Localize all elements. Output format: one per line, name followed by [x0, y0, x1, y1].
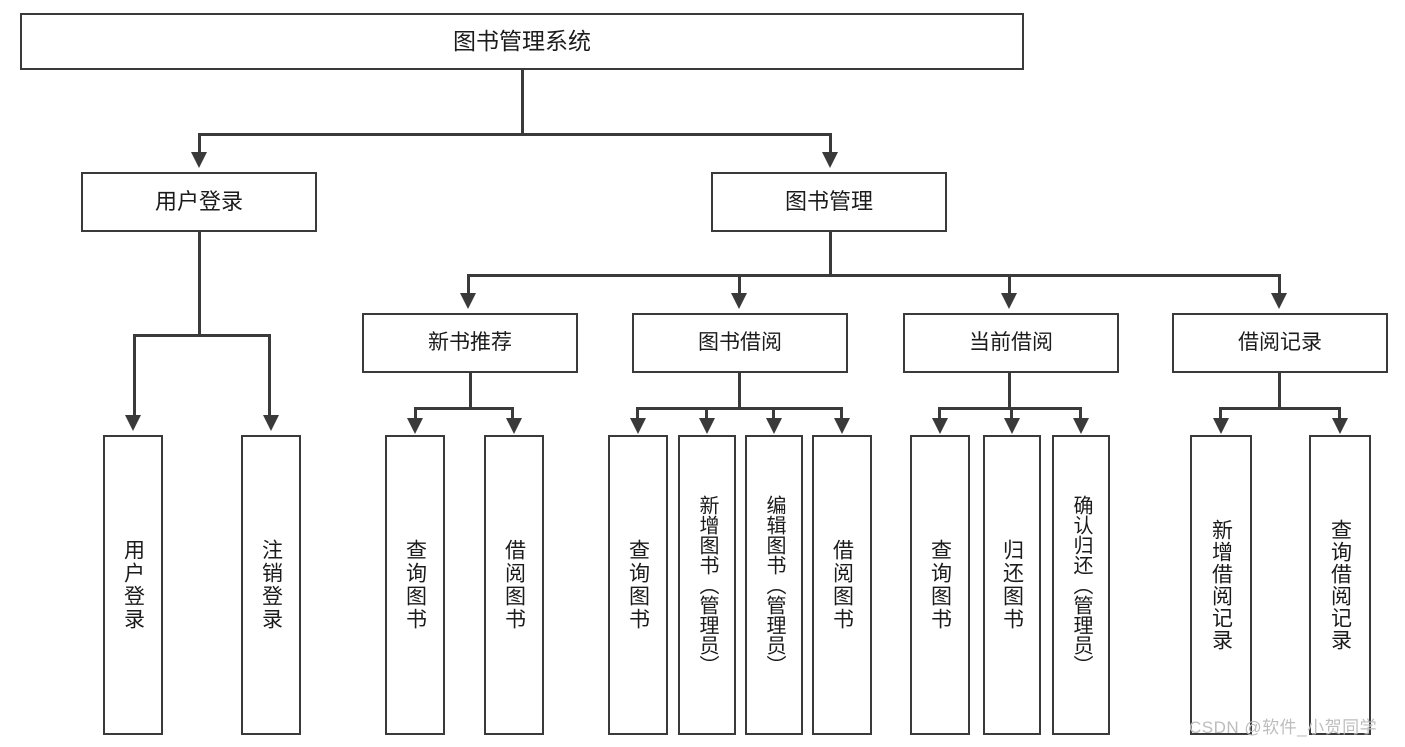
leaf-query-book-recommend[interactable]: 查询图书: [385, 435, 445, 735]
connector-book-borrow-bus: [636, 407, 843, 410]
leaf-logout[interactable]: 注销登录: [241, 435, 301, 735]
arrow-book-mgmt-to-records: [1271, 293, 1287, 309]
arrow-new-book-to-leaf-1: [407, 418, 423, 434]
arrow-records-to-leaf-1: [1213, 418, 1229, 434]
connector-user-login-to-leaf-1: [133, 334, 136, 416]
node-label: 归还图书: [1000, 539, 1024, 631]
node-label: 查询图书: [626, 539, 650, 631]
connector-book-borrow-stem: [738, 373, 741, 409]
arrow-current-borrow-to-leaf-3: [1073, 418, 1089, 434]
leaf-borrow-book[interactable]: 借阅图书: [812, 435, 872, 735]
node-label: 编辑图书（管理员）: [763, 495, 785, 675]
node-root-library-system[interactable]: 图书管理系统: [20, 13, 1024, 70]
connector-root-to-user-login: [198, 133, 201, 153]
node-label: 图书管理系统: [453, 27, 591, 54]
leaf-query-borrow-record[interactable]: 查询借阅记录: [1309, 435, 1371, 735]
connector-current-borrow-to-leaf-3: [1079, 407, 1082, 419]
node-label: 借阅图书: [502, 539, 526, 631]
leaf-query-book-current[interactable]: 查询图书: [910, 435, 970, 735]
node-label: 确认归还（管理员）: [1070, 495, 1092, 675]
node-label: 新书推荐: [428, 330, 512, 354]
connector-book-borrow-to-leaf-4: [840, 407, 843, 419]
arrow-book-borrow-to-leaf-2: [699, 418, 715, 434]
connector-root-bus: [198, 133, 832, 136]
arrow-root-to-user-login: [191, 152, 207, 168]
connector-book-mgmt-bus: [467, 274, 1281, 277]
arrow-new-book-to-leaf-2: [506, 418, 522, 434]
leaf-user-login[interactable]: 用户登录: [103, 435, 163, 735]
node-label: 借阅记录: [1238, 330, 1322, 354]
arrow-root-to-book-mgmt: [822, 152, 838, 168]
leaf-edit-book-admin[interactable]: 编辑图书（管理员）: [745, 435, 803, 735]
leaf-query-book-borrow[interactable]: 查询图书: [608, 435, 668, 735]
connector-book-borrow-to-leaf-1: [636, 407, 639, 419]
arrow-book-borrow-to-leaf-1: [630, 418, 646, 434]
connector-root-stem: [521, 70, 524, 134]
leaf-add-book-admin[interactable]: 新增图书（管理员）: [678, 435, 736, 735]
node-label: 查询借阅记录: [1328, 519, 1352, 651]
connector-book-mgmt-to-new-book: [467, 274, 470, 294]
connector-new-book-to-leaf-1: [414, 407, 417, 419]
arrow-current-borrow-to-leaf-1: [932, 418, 948, 434]
connector-user-login-stem: [198, 232, 201, 336]
connector-user-login-to-leaf-2: [268, 334, 271, 416]
connector-current-borrow-to-leaf-2: [1010, 407, 1013, 419]
arrow-book-mgmt-to-current: [1001, 293, 1017, 309]
connector-user-login-bus: [133, 334, 271, 337]
connector-records-stem: [1278, 373, 1281, 409]
connector-book-borrow-to-leaf-2: [705, 407, 708, 419]
node-book-borrow[interactable]: 图书借阅: [632, 313, 848, 373]
node-label: 新增借阅记录: [1209, 519, 1233, 651]
connector-book-borrow-to-leaf-3: [772, 407, 775, 419]
arrow-book-mgmt-to-borrow: [731, 293, 747, 309]
arrow-user-login-to-leaf-1: [125, 415, 141, 431]
connector-new-book-bus: [414, 407, 514, 410]
node-user-login[interactable]: 用户登录: [81, 172, 317, 232]
arrow-book-borrow-to-leaf-4: [834, 418, 850, 434]
node-label: 当前借阅: [969, 330, 1053, 354]
arrow-records-to-leaf-2: [1332, 418, 1348, 434]
node-label: 借阅图书: [830, 539, 854, 631]
node-label: 新增图书（管理员）: [696, 495, 718, 675]
node-label: 图书管理: [784, 189, 873, 215]
connector-new-book-stem: [469, 373, 472, 409]
node-current-borrow[interactable]: 当前借阅: [903, 313, 1119, 373]
connector-records-bus: [1219, 407, 1341, 410]
node-label: 用户登录: [121, 539, 145, 631]
connector-new-book-to-leaf-2: [511, 407, 514, 419]
node-label: 图书借阅: [698, 330, 782, 354]
connector-current-borrow-to-leaf-1: [938, 407, 941, 419]
leaf-borrow-book-recommend[interactable]: 借阅图书: [484, 435, 544, 735]
connector-root-to-book-mgmt: [829, 133, 832, 153]
node-book-management[interactable]: 图书管理: [711, 172, 947, 232]
node-label: 注销登录: [259, 539, 283, 631]
connector-book-mgmt-to-records: [1278, 274, 1281, 294]
connector-book-mgmt-stem: [829, 232, 832, 276]
arrow-current-borrow-to-leaf-2: [1004, 418, 1020, 434]
node-new-book-recommend[interactable]: 新书推荐: [362, 313, 578, 373]
leaf-return-book[interactable]: 归还图书: [983, 435, 1041, 735]
arrow-book-borrow-to-leaf-3: [766, 418, 782, 434]
node-label: 查询图书: [928, 539, 952, 631]
node-label: 查询图书: [403, 539, 427, 631]
connector-current-borrow-stem: [1008, 373, 1011, 409]
arrow-user-login-to-leaf-2: [263, 415, 279, 431]
connector-records-to-leaf-2: [1338, 407, 1341, 419]
connector-book-mgmt-to-current: [1008, 274, 1011, 294]
node-label: 用户登录: [154, 189, 243, 215]
leaf-confirm-return-admin[interactable]: 确认归还（管理员）: [1052, 435, 1110, 735]
connector-records-to-leaf-1: [1219, 407, 1222, 419]
leaf-add-borrow-record[interactable]: 新增借阅记录: [1190, 435, 1252, 735]
connector-book-mgmt-to-borrow: [738, 274, 741, 294]
arrow-book-mgmt-to-new-book: [460, 293, 476, 309]
node-borrow-records[interactable]: 借阅记录: [1172, 313, 1388, 373]
